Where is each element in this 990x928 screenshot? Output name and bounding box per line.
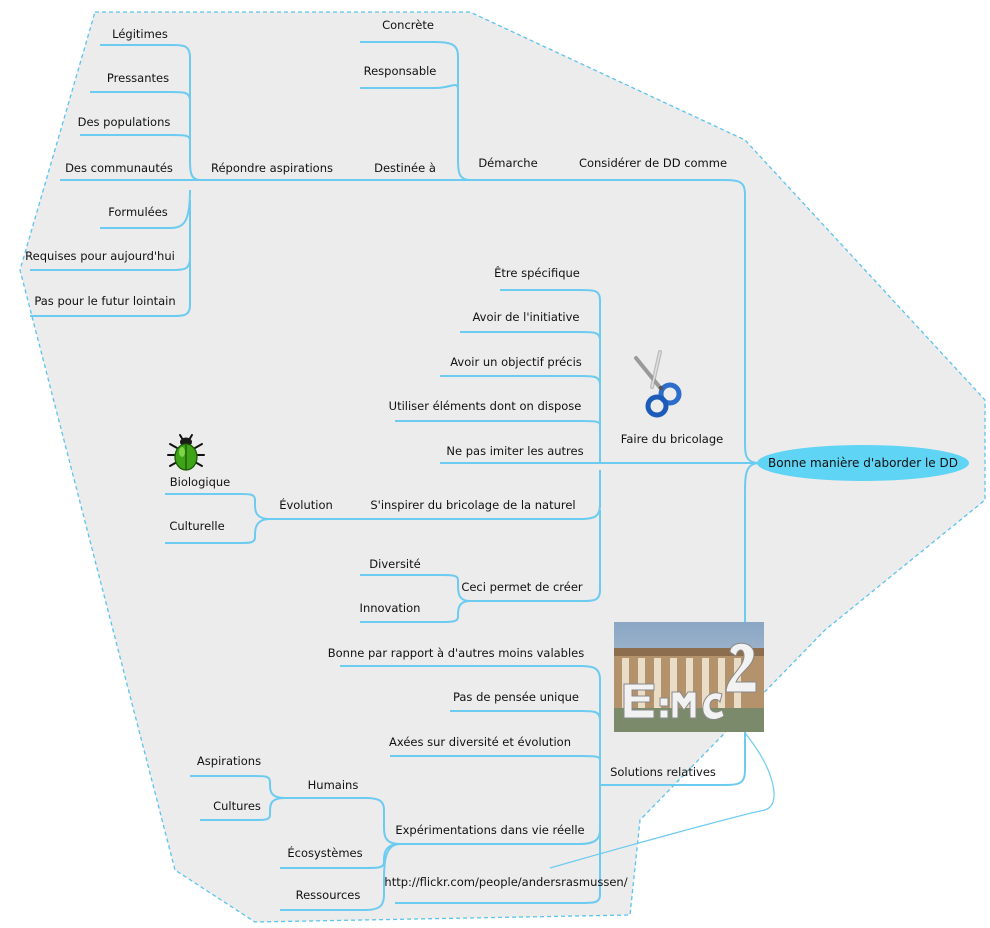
node-legitimes[interactable]: Légitimes xyxy=(112,27,168,41)
node-requises[interactable]: Requises pour aujourd'hui xyxy=(25,249,175,263)
node-pas-pensee[interactable]: Pas de pensée unique xyxy=(453,690,579,704)
node-axees[interactable]: Axées sur diversité et évolution xyxy=(389,735,571,749)
node-cultures[interactable]: Cultures xyxy=(213,799,261,813)
node-solutions[interactable]: Solutions relatives xyxy=(610,765,716,779)
node-culturelle[interactable]: Culturelle xyxy=(169,519,224,533)
node-experimentations[interactable]: Expérimentations dans vie réelle xyxy=(395,823,584,837)
node-ceci[interactable]: Ceci permet de créer xyxy=(461,580,583,594)
beetle-icon xyxy=(167,434,205,471)
node-destinee[interactable]: Destinée à xyxy=(374,161,436,175)
node-bricolage[interactable]: Faire du bricolage xyxy=(621,432,723,446)
node-bonne-rapport[interactable]: Bonne par rapport à d'autres moins valab… xyxy=(328,646,585,660)
connectors xyxy=(30,41,775,911)
scissors-icon xyxy=(634,350,682,418)
node-pas-futur[interactable]: Pas pour le futur lointain xyxy=(34,294,175,308)
node-sinspirer[interactable]: S'inspirer du bricolage de la naturel xyxy=(370,498,575,512)
node-aspirations[interactable]: Aspirations xyxy=(197,754,261,768)
node-responsable[interactable]: Responsable xyxy=(364,64,437,78)
node-biologique[interactable]: Biologique xyxy=(170,475,231,489)
node-des-communautes[interactable]: Des communautés xyxy=(65,161,173,175)
node-utiliser[interactable]: Utiliser éléments dont on dispose xyxy=(389,399,582,413)
node-etre-specifique[interactable]: Être spécifique xyxy=(494,265,580,280)
node-repondre-aspirations[interactable]: Répondre aspirations xyxy=(211,161,333,175)
node-considerer[interactable]: Considérer de DD comme xyxy=(579,156,727,170)
node-innovation[interactable]: Innovation xyxy=(360,601,421,615)
node-pressantes[interactable]: Pressantes xyxy=(107,71,169,85)
node-formulees[interactable]: Formulées xyxy=(108,205,168,219)
node-ecosystemes[interactable]: Écosystèmes xyxy=(287,845,362,860)
node-ne-pas-imiter[interactable]: Ne pas imiter les autres xyxy=(446,444,583,458)
node-ressources[interactable]: Ressources xyxy=(296,888,361,902)
node-diversite[interactable]: Diversité xyxy=(369,557,420,571)
node-des-populations[interactable]: Des populations xyxy=(78,115,171,129)
node-humains[interactable]: Humains xyxy=(308,778,359,792)
central-node-label: Bonne manière d'aborder le DD xyxy=(768,456,958,470)
node-initiative[interactable]: Avoir de l'initiative xyxy=(472,310,579,324)
node-concrete[interactable]: Concrète xyxy=(382,18,434,32)
node-link[interactable]: http://flickr.com/people/andersrasmussen… xyxy=(384,875,627,889)
node-evolution[interactable]: Évolution xyxy=(279,497,333,512)
node-objectif[interactable]: Avoir un objectif précis xyxy=(450,355,582,369)
node-demarche[interactable]: Démarche xyxy=(478,156,537,170)
central-node[interactable] xyxy=(757,445,969,481)
emc2-photo-icon xyxy=(614,622,764,732)
